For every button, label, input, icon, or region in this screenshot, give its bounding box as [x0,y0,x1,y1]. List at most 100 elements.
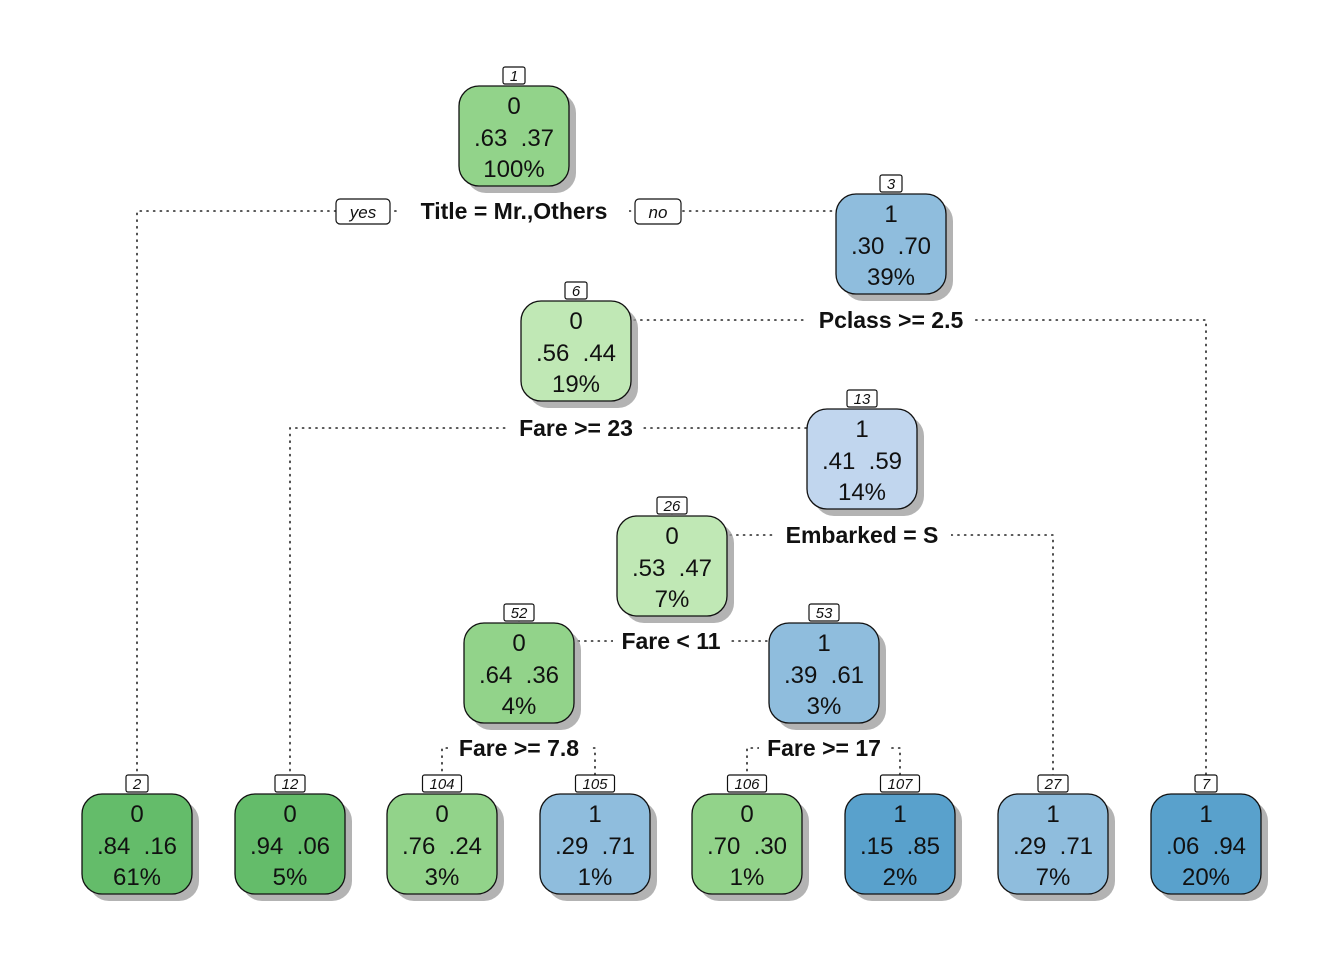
node-probs: .29 .71 [555,833,635,860]
node-id-text: 26 [663,498,681,515]
split-label-text: Fare >= 17 [767,735,881,761]
node-percent: 1% [730,864,765,891]
node-id-text: 3 [887,176,896,193]
no-tag-box [634,198,682,225]
split-label-bg [509,414,643,442]
split-label-bg [773,521,951,549]
node-class: 0 [130,801,143,828]
node-probs: .39 .61 [784,662,864,689]
tree-node-26: 260.53 .477% [616,496,734,623]
node-percent: 100% [483,156,544,183]
node-box [835,193,947,295]
node-id-tag [125,774,149,793]
node-class: 0 [665,523,678,550]
node-class: 0 [569,308,582,335]
split-label-bg [399,197,629,225]
split-label-bg [613,627,729,655]
split-label-text: Embarked = S [786,522,939,548]
node-percent: 3% [425,864,460,891]
node-class: 1 [884,201,897,228]
node-class: 1 [1046,801,1059,828]
split-label-node-26: Fare < 11 [613,627,729,655]
node-box [844,793,956,895]
node-id-tag [846,389,878,408]
node-class: 1 [1199,801,1212,828]
node-id-tag [564,281,588,300]
node-id-tag [574,774,616,793]
tree-node-52: 520.64 .364% [463,603,581,730]
node-id-text: 2 [132,776,142,793]
tree-node-12: 120.94 .065% [234,774,352,901]
node-box [1150,793,1262,895]
node-box [81,793,193,895]
split-label-text: Fare >= 7.8 [459,735,579,761]
node-percent: 4% [502,693,537,720]
node-probs: .56 .44 [536,340,616,367]
node-box [539,793,651,895]
node-box [234,793,346,895]
node-id-text: 13 [854,391,871,408]
no-tag-text: no [649,203,668,222]
split-label-text: Pclass >= 2.5 [819,307,964,333]
node-id-text: 105 [582,776,608,793]
split-label-node-1: Title = Mr.,Others [399,197,629,225]
node-probs: .94 .06 [250,833,330,860]
node-percent: 1% [578,864,613,891]
node-class: 0 [283,801,296,828]
yes-tag-box [335,198,391,225]
node-box [458,85,570,187]
yes-tag-text: yes [349,203,377,222]
node-probs: .30 .70 [851,233,931,260]
node-box [463,622,575,724]
node-id-text: 7 [1202,776,1211,793]
node-id-tag [726,774,768,793]
node-class: 1 [817,630,830,657]
node-percent: 2% [883,864,918,891]
node-percent: 19% [552,371,600,398]
node-box [806,408,918,510]
node-percent: 14% [838,479,886,506]
split-label-text: Fare >= 23 [519,415,633,441]
node-id-tag [1037,774,1069,793]
node-id-tag [503,603,535,622]
node-id-tag [274,774,306,793]
split-label-node-13: Embarked = S [773,521,951,549]
node-box [386,793,498,895]
node-id-tag [1194,774,1218,793]
node-class: 1 [893,801,906,828]
split-label-bg [759,734,889,762]
node-percent: 61% [113,864,161,891]
split-label-bg [807,306,975,334]
node-id-text: 27 [1044,776,1062,793]
split-label-node-3: Pclass >= 2.5 [807,306,975,334]
node-probs: .76 .24 [402,833,482,860]
node-box [520,300,632,402]
node-id-tag [421,774,463,793]
node-box [691,793,803,895]
split-label-node-53: Fare >= 17 [759,734,889,762]
node-id-text: 53 [816,605,833,622]
node-percent: 5% [273,864,308,891]
node-class: 0 [740,801,753,828]
node-box [616,515,728,617]
node-id-tag [656,496,688,515]
tree-node-104: 104 0 .76 .24 3% [386,774,504,901]
tree-node-53: 53 1 .39 .61 3% [768,603,886,730]
node-id-tag [502,66,526,85]
no-tag: no [634,198,682,225]
node-percent: 3% [807,693,842,720]
node-class: 0 [435,801,448,828]
edge-from-node-6 [289,427,808,785]
node-class: 0 [512,630,525,657]
edge-from-node-53 [746,747,901,785]
node-id-tag [879,774,921,793]
node-id-text: 104 [429,776,454,793]
node-box [768,622,880,724]
